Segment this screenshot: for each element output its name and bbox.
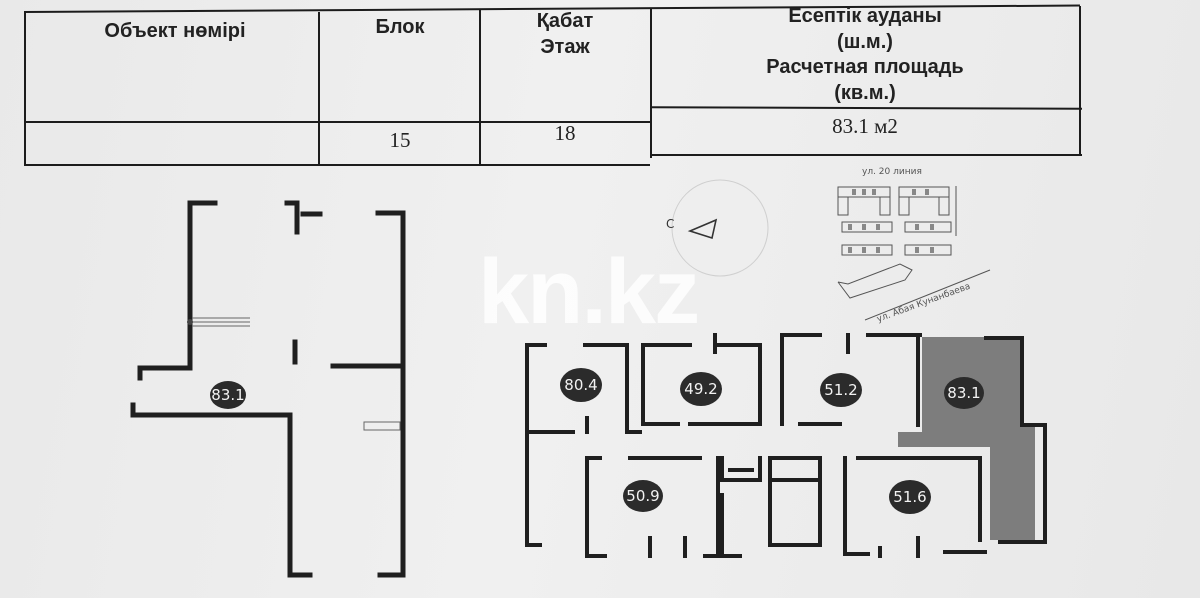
- plan-left-wall-lower: [130, 402, 313, 578]
- wall-unit-50-9: [585, 456, 607, 558]
- table-bottom-border-right: [650, 154, 1082, 156]
- wall-unit-49: [641, 343, 680, 426]
- selected-unit-highlight: [898, 337, 1035, 540]
- header-floor-kz: Қабат: [536, 10, 594, 32]
- row-block: 15: [389, 128, 411, 152]
- header-area-kz-unit: (ш.м.): [837, 31, 893, 53]
- row-floor: 18: [554, 121, 576, 145]
- site-plan: [837, 186, 991, 321]
- wall-unit-80-outer: [525, 343, 547, 547]
- unit-badge-6: 51.6: [889, 480, 931, 514]
- header-floor-ru: Этаж: [540, 36, 590, 58]
- header-area-kz: Есептік ауданы: [788, 5, 942, 27]
- unit-area-badge: 83.1: [210, 381, 246, 409]
- table-left-border: [24, 12, 26, 166]
- plan-right-wall: [375, 210, 406, 578]
- plan-left-wall-upper: [137, 200, 218, 381]
- unit-badge-4: 83.1: [944, 377, 984, 409]
- north-arrow-icon: [687, 218, 718, 240]
- header-object-name: Объект нөмірі: [104, 20, 246, 42]
- header-area-ru: Расчетная площадь: [766, 56, 964, 78]
- unit-badge-5: 50.9: [623, 480, 663, 512]
- plan-top-wall-stub: [284, 200, 300, 235]
- table-col-divider-2: [479, 10, 481, 166]
- unit-badge-1: 80.4: [560, 368, 602, 402]
- watermark-logo: kn.kz: [478, 241, 700, 343]
- table-col-divider-3: [650, 8, 652, 158]
- header-area-ru-unit: (кв.м.): [834, 82, 896, 104]
- unit-badge-3: 51.2: [820, 373, 862, 407]
- compass-north-label: С: [666, 217, 675, 231]
- row-area: 83.1 м2: [832, 114, 898, 138]
- building-core: [720, 456, 762, 482]
- table-right-border: [1079, 6, 1081, 156]
- compass: [671, 179, 769, 277]
- street-label-top: ул. 20 линия: [862, 167, 922, 177]
- table-header-divider-left: [24, 121, 650, 123]
- unit-badge-2: 49.2: [680, 372, 722, 406]
- header-block: Блок: [375, 16, 425, 38]
- table-bottom-border-left: [24, 164, 650, 166]
- wall-unit-51-6: [843, 456, 870, 556]
- table-col-divider-1: [318, 12, 320, 166]
- street-label-bottom: ул. Абая Кунанбаева: [876, 282, 972, 325]
